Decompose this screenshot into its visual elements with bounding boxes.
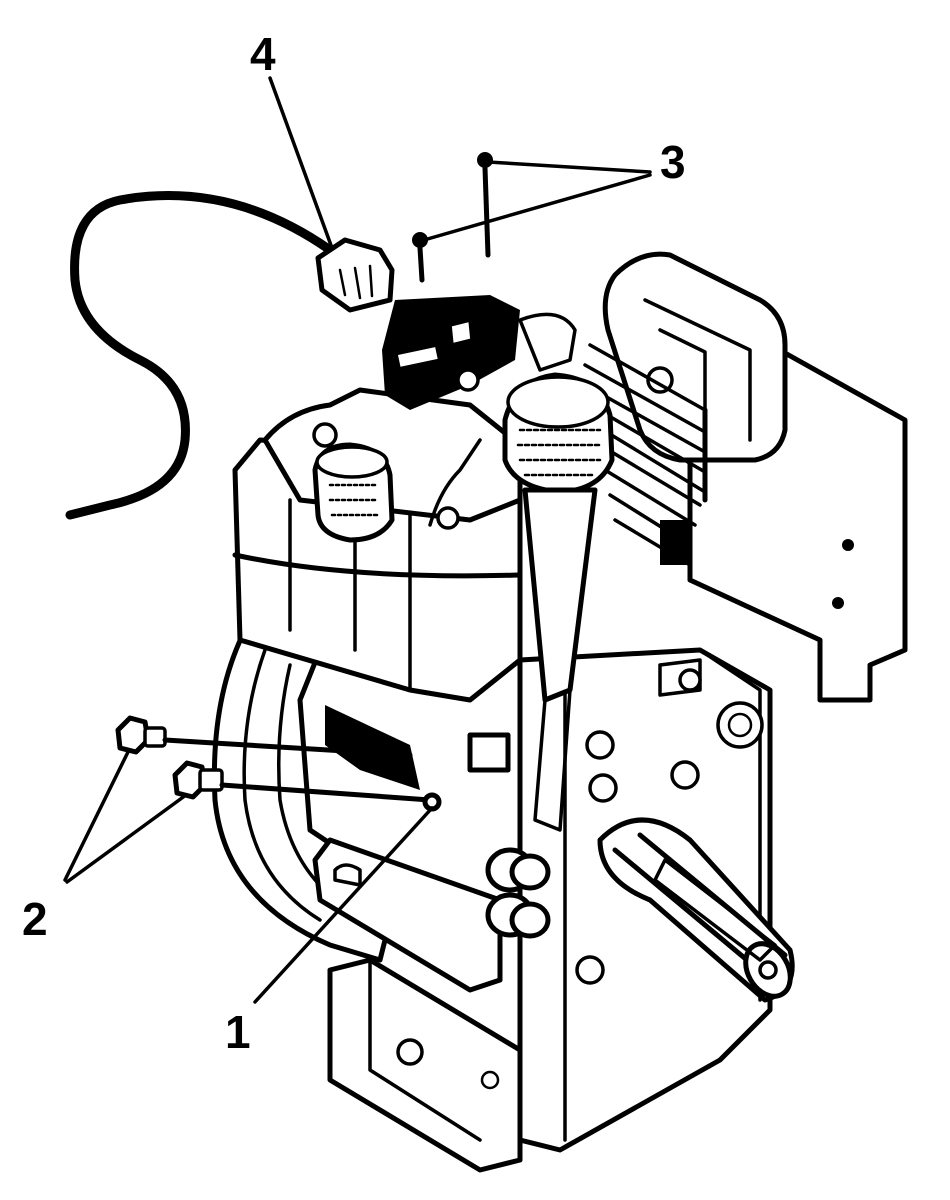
leader-3a	[486, 160, 652, 174]
screw-head	[477, 152, 493, 168]
foot-hole	[396, 1038, 424, 1066]
foot-edge	[368, 958, 482, 1142]
fuel-cap	[312, 442, 395, 543]
bolt-axis-line	[162, 737, 413, 758]
case-bolt	[670, 760, 700, 790]
electric-starter	[382, 295, 577, 410]
callout-2: 2	[22, 893, 48, 945]
callout-4: 4	[250, 28, 276, 80]
crankcase-side	[698, 648, 762, 1002]
governor-link	[428, 438, 482, 527]
muffler-seam	[643, 298, 752, 442]
primer-line	[533, 688, 572, 832]
square-port	[467, 732, 511, 773]
part-2-bolts	[115, 715, 433, 803]
leader-4	[268, 76, 334, 250]
muffler-shield	[658, 328, 707, 422]
leader-lines	[63, 76, 652, 1004]
screw-shank	[482, 165, 491, 258]
case-bolt	[588, 773, 618, 803]
tank-seam	[232, 552, 523, 579]
starter-fitting	[518, 312, 577, 372]
bracket-tab	[658, 658, 702, 697]
housing-screw	[312, 422, 338, 448]
part-4-power-cord	[65, 191, 395, 520]
fin-shadow	[660, 520, 690, 565]
case-bolt	[575, 955, 605, 985]
leader-3b	[422, 173, 652, 242]
cord-wire	[65, 191, 335, 520]
mounting-foot	[327, 957, 523, 1173]
housing-rim	[242, 648, 322, 922]
leader-1	[253, 806, 434, 1004]
recoil-shadow	[325, 705, 420, 790]
housing-screw	[436, 506, 460, 530]
case-bolt	[585, 730, 615, 760]
leader-2a	[63, 750, 130, 882]
leader-2b	[65, 793, 188, 884]
bolt-axis-line	[219, 782, 433, 803]
front-bosses	[485, 847, 551, 939]
callout-3: 3	[660, 136, 686, 188]
callout-1: 1	[225, 1006, 251, 1058]
pto-shaft	[597, 817, 795, 1003]
plate-hole	[832, 597, 844, 609]
housing-rim	[277, 663, 332, 897]
foot-hole	[480, 1070, 500, 1090]
muffler	[602, 251, 788, 463]
screw-shank	[417, 245, 425, 283]
plate-hole	[842, 539, 854, 551]
shaft-keyway	[653, 858, 777, 962]
air-cleaner	[502, 372, 615, 832]
part-3-screws	[412, 152, 493, 283]
engine-illustration	[211, 251, 908, 1173]
screw-head	[412, 232, 428, 248]
